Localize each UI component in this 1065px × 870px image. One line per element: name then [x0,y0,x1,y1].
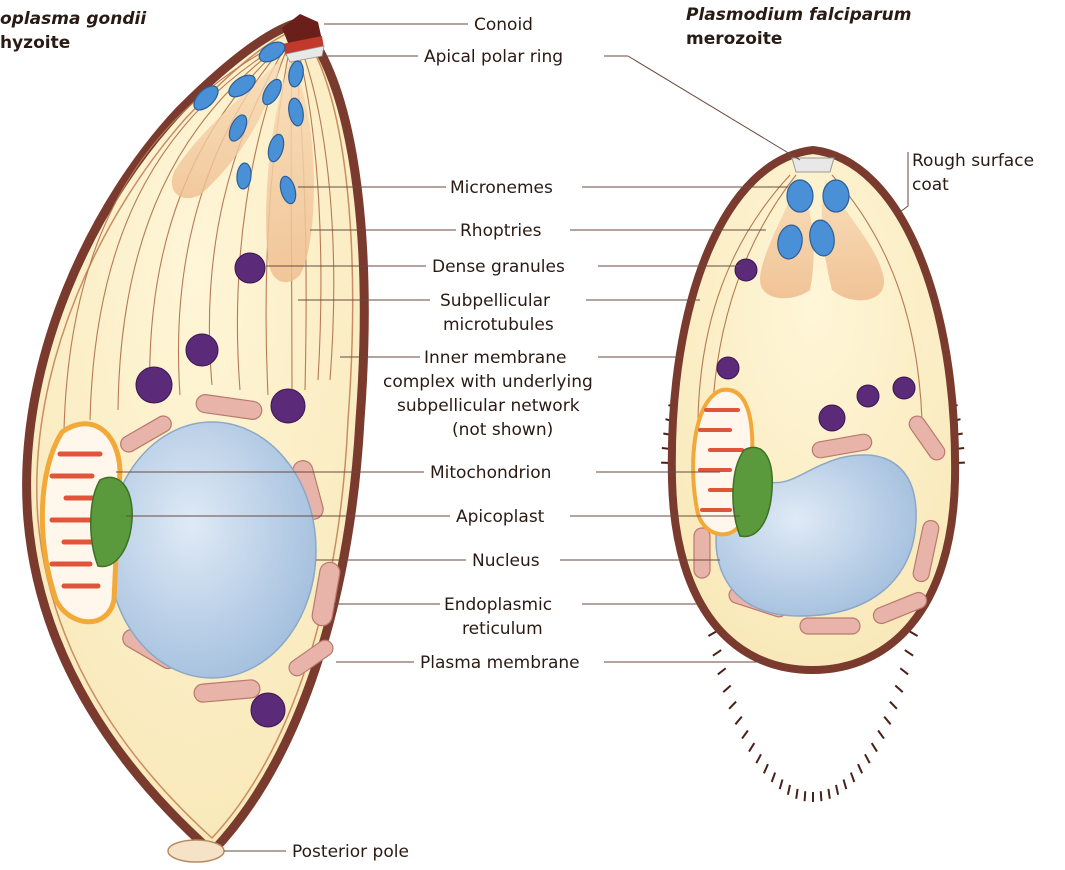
plasmodium-cell [661,150,965,802]
label-rough-coat-line1: Rough surface [912,151,1034,171]
label-er-line2: reticulum [462,619,543,639]
toxoplasma-cell [27,14,365,862]
surface-coat-spike [878,731,884,739]
toxoplasma-title-line2: hyzoite [0,33,70,53]
label-imc-line4: (not shown) [452,420,553,440]
plasmodium-title-line1: Plasmodium falciparum [686,5,911,25]
surface-coat-spike [884,717,890,725]
surface-coat-spike [821,791,822,801]
label-apicoplast: Apicoplast [456,507,545,527]
label-imc-line3: subpellicular network [397,396,580,416]
surface-coat-spike [729,702,736,709]
label-apical-polar-ring: Apical polar ring [424,47,563,67]
surface-coat-spike [905,650,913,656]
surface-coat-spike [780,780,783,790]
label-imc-line1: Inner membrane [424,348,566,368]
surface-coat-spike [851,773,854,782]
surface-coat-spike [890,702,897,709]
surface-coat-spike [872,743,877,751]
surface-coat-spike [858,764,862,773]
surface-coat-spike [749,743,754,751]
label-subpellicular-line2: microtubules [443,315,554,335]
surface-coat-spike [723,685,730,692]
toxoplasma-nucleus [108,422,316,678]
surface-coat-spike [909,631,918,636]
label-posterior-pole: Posterior pole [292,842,409,862]
surface-coat-spike [788,785,790,795]
surface-coat-spike [756,754,761,763]
label-dense-granules: Dense granules [432,257,565,277]
surface-coat-spike [742,731,748,739]
label-conoid: Conoid [474,15,533,35]
surface-coat-spike [796,789,797,799]
label-mitochondrion: Mitochondrion [430,463,551,483]
label-nucleus: Nucleus [472,551,540,571]
surface-coat-spike [772,773,775,782]
surface-coat-spike [764,764,768,773]
label-plasma-membrane: Plasma membrane [420,653,580,673]
surface-coat-spike [844,780,847,790]
label-imc-line2: complex with underlying [383,372,593,392]
surface-coat-spike [865,754,870,763]
toxoplasma-posterior-pole [168,840,224,862]
label-rough-coat-line2: coat [912,175,949,195]
surface-coat-spike [900,668,908,674]
surface-coat-spike [836,785,838,795]
surface-coat-spike [718,668,726,674]
label-micronemes: Micronemes [450,178,553,198]
surface-coat-spike [895,685,902,692]
surface-coat-spike [713,650,721,656]
label-rhoptries: Rhoptries [460,221,542,241]
toxoplasma-title-line1: oplasma gondii [0,9,147,29]
surface-coat-spike [828,789,829,799]
label-subpellicular-line1: Subpellicular [440,291,550,311]
plasmodium-apical-polar-ring [792,158,834,172]
surface-coat-spike [735,717,741,725]
surface-coat-spike [805,791,806,801]
plasmodium-title-line2: merozoite [686,29,782,49]
label-er-line1: Endoplasmic [444,595,552,615]
